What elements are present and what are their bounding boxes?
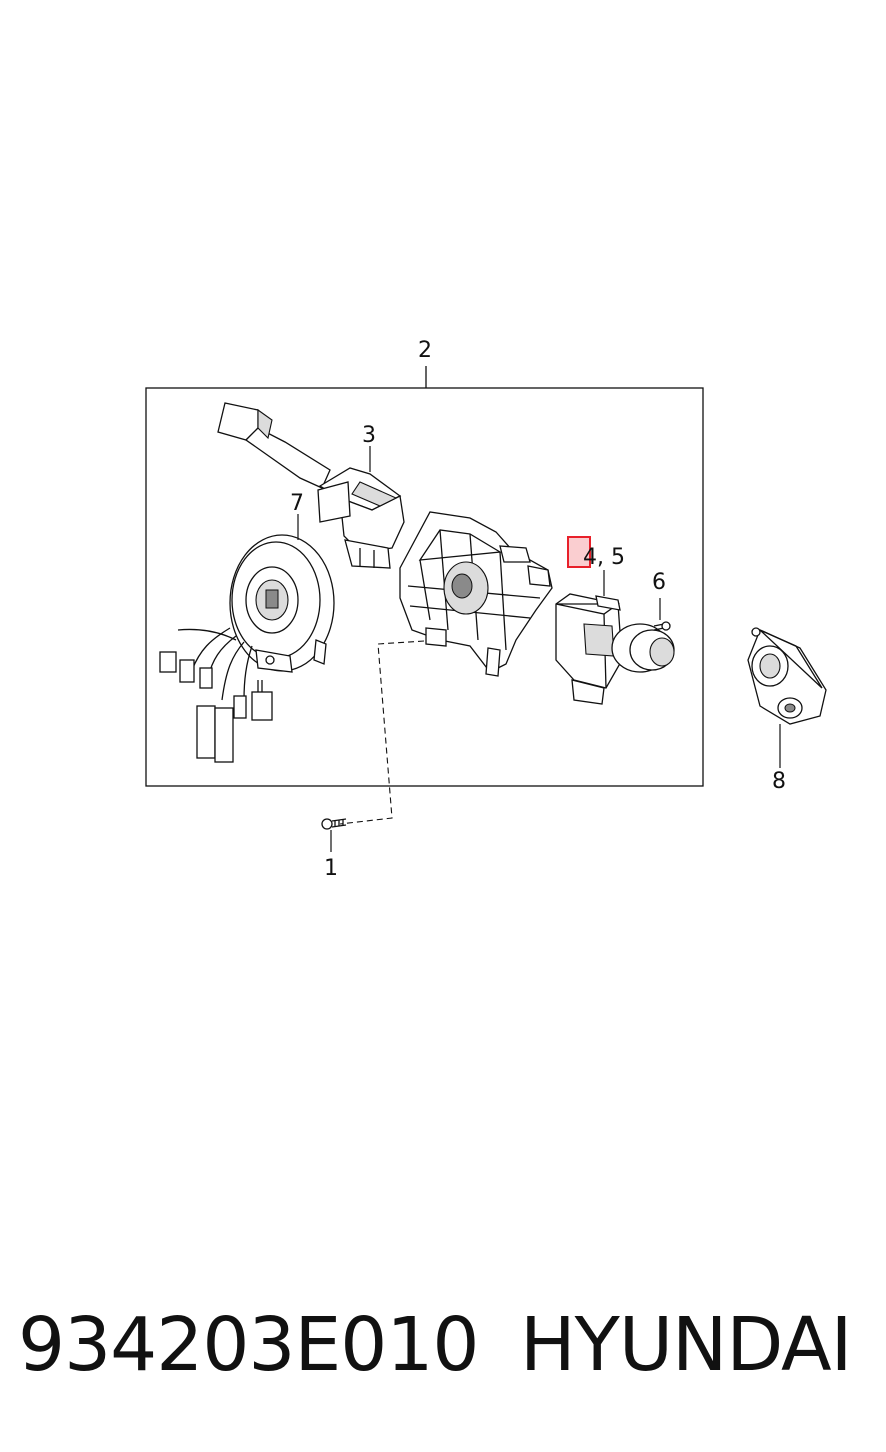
brand-name: HYUNDAI bbox=[520, 1302, 852, 1388]
callout-2: 2 bbox=[418, 338, 432, 363]
switch-body-bracket bbox=[399, 511, 553, 677]
ignition-switch-part-4-5 bbox=[555, 593, 675, 705]
callout-4-5: 4, 5 bbox=[583, 545, 625, 570]
callout-8: 8 bbox=[772, 769, 786, 794]
callout-6: 6 bbox=[652, 570, 666, 595]
part-caption: 934203E010 HYUNDAI bbox=[0, 1290, 886, 1400]
screw-part-6 bbox=[653, 621, 671, 631]
callout-1: 1 bbox=[324, 856, 338, 881]
dashed-leader-1 bbox=[339, 640, 425, 825]
lever-switch-part-3 bbox=[217, 402, 405, 569]
assembly-frame bbox=[145, 387, 704, 787]
steering-sensor-part-8 bbox=[747, 627, 827, 725]
clock-spring-part-7 bbox=[159, 534, 335, 763]
highlight-marker bbox=[567, 536, 591, 568]
part-number: 934203E010 bbox=[18, 1302, 479, 1388]
screw-part-1 bbox=[321, 818, 347, 830]
callout-3: 3 bbox=[362, 423, 376, 448]
callout-7: 7 bbox=[290, 491, 304, 516]
